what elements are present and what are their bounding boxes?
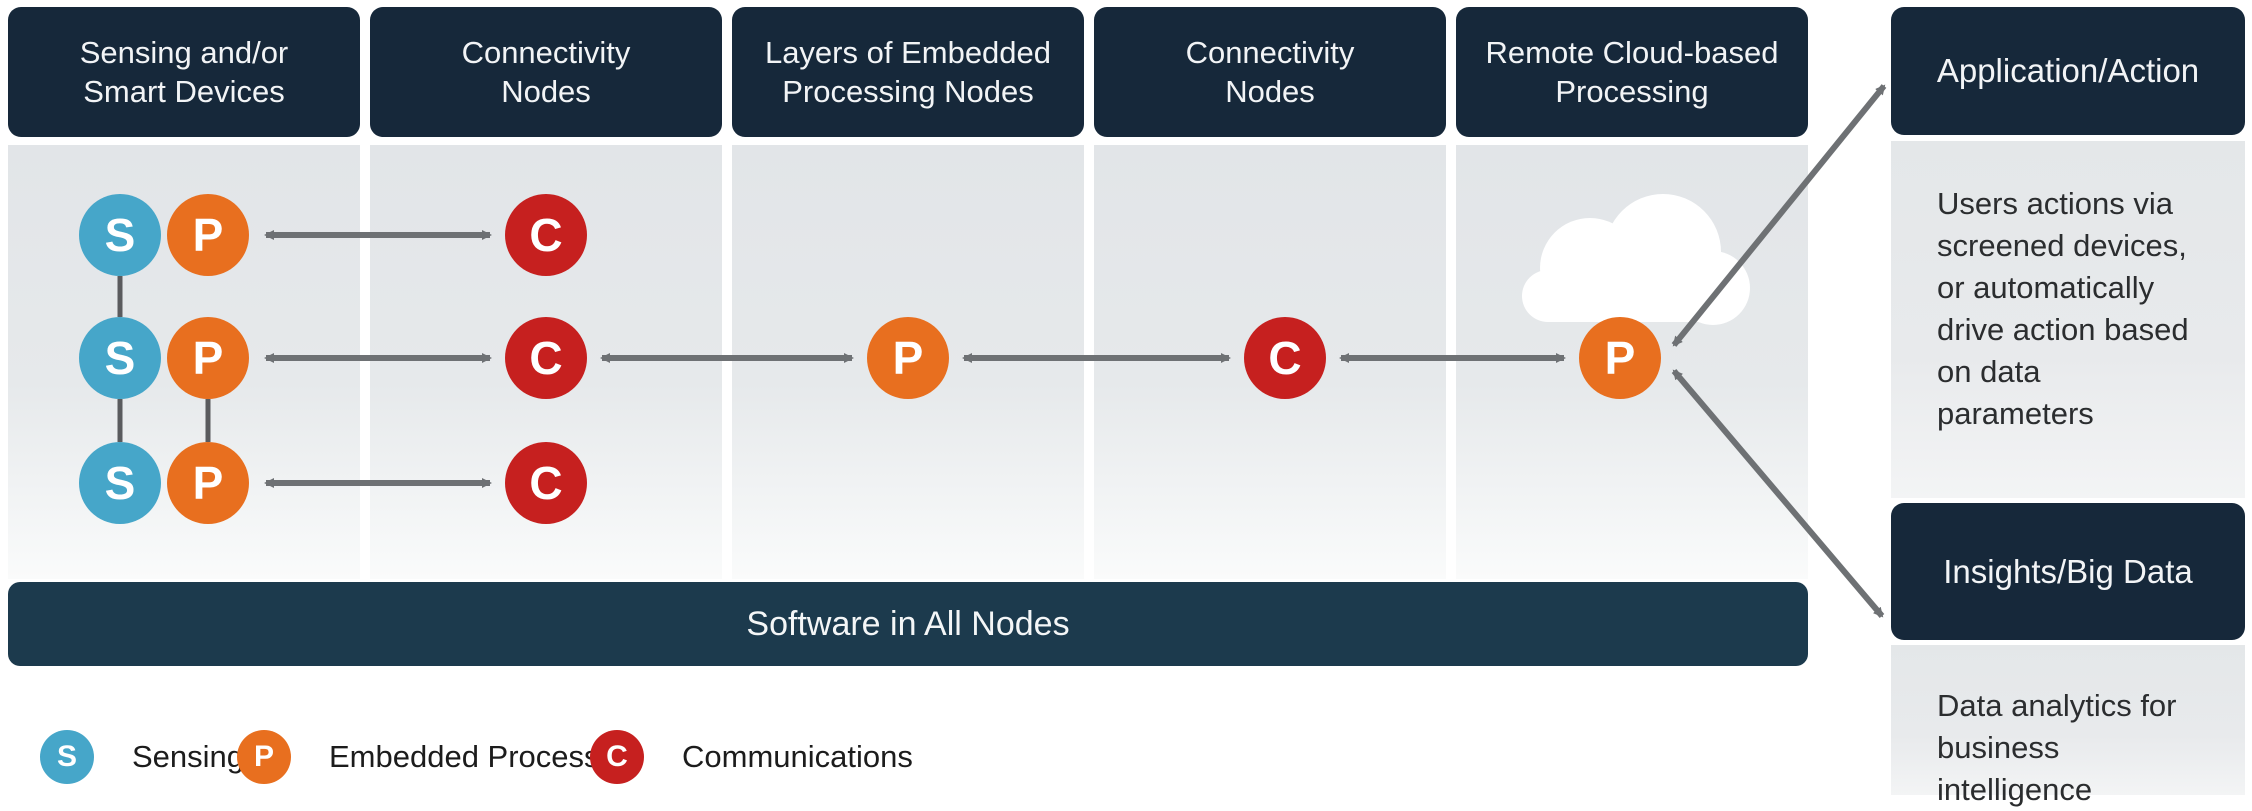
header-connectivity-nodes-1: Connectivity Nodes [370,7,722,137]
node-sensing-3: S [79,442,161,524]
application-action-title: Application/Action [1936,52,2200,89]
insights-big-data-title: Insights/Big Data [1943,552,2193,590]
node-processing-4: P [867,317,949,399]
legend-item-sensing: S Sensing [40,730,244,784]
application-action-panel: Users actions via screened devices, or a… [1891,141,2245,498]
node-comms-2: C [505,317,587,399]
application-action-description: Users actions via screened devices, or a… [1937,186,2189,431]
header-sensing-smart-devices: Sensing and/or Smart Devices [8,7,360,137]
node-processing-2: P [167,317,249,399]
legend-sensing-label: Sensing [132,739,245,774]
node-sensing-2: S [79,317,161,399]
header-connectivity-nodes-2: Connectivity Nodes [1094,7,1446,137]
insights-big-data-box: Insights/Big Data [1891,503,2245,640]
node-processing-1: P [167,194,249,276]
legend-item-communications: C Communications [590,730,913,784]
node-sensing-1: S [79,194,161,276]
software-in-all-nodes-bar: Software in All Nodes [8,582,1808,666]
node-comms-1: C [505,194,587,276]
legend-item-embedded-processing: P Embedded Processing [237,730,641,784]
software-bar-label: Software in All Nodes [746,604,1070,643]
node-processing-3: P [167,442,249,524]
header-embedded-processing-nodes: Layers of Embedded Processing Nodes [732,7,1084,137]
insights-big-data-description: Data analytics for business intelligence [1937,688,2177,807]
node-comms-3: C [505,442,587,524]
node-comms-4: C [1244,317,1326,399]
header-remote-cloud-processing: Remote Cloud-based Processing [1456,7,1808,137]
insights-big-data-panel: Data analytics for business intelligence [1891,645,2245,807]
application-action-box: Application/Action [1891,7,2245,135]
node-processing-cloud: P [1579,317,1661,399]
legend-communications-label: Communications [682,739,913,774]
legend-processing-label: Embedded Processing [329,739,641,774]
legend-processing-icon: P [237,730,291,784]
legend-sensing-icon: S [40,730,94,784]
legend-communications-icon: C [590,730,644,784]
